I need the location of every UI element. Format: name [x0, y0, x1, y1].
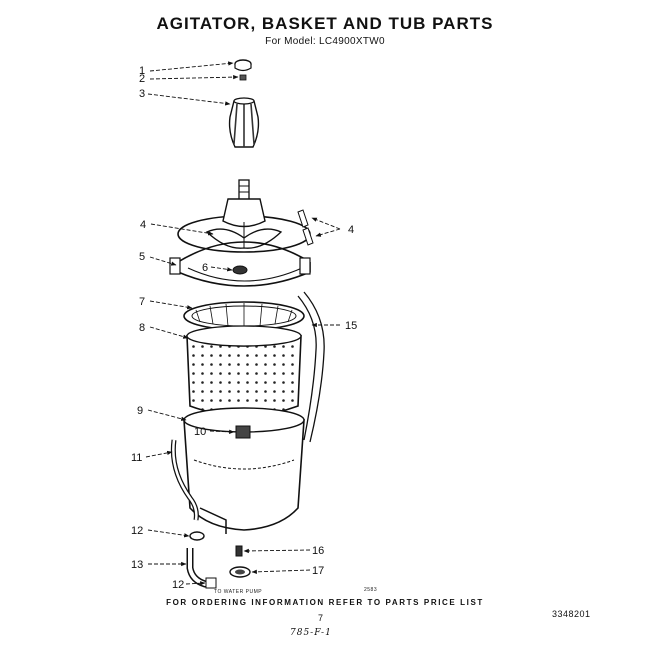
- document-part-code: 3348201: [552, 609, 591, 619]
- handwritten-code: 785-F-1: [290, 628, 332, 638]
- hose-clamp-upper: [189, 531, 205, 541]
- callout-10: 10: [194, 426, 206, 438]
- cap-fastener: [239, 74, 247, 81]
- leader-lines: [145, 61, 341, 586]
- callout-5: 5: [139, 251, 145, 263]
- side-strap: [297, 291, 325, 443]
- tub-outlet: [199, 507, 227, 534]
- callout-7: 7: [139, 296, 145, 308]
- ordering-info-note: FOR ORDERING INFORMATION REFER TO PARTS …: [166, 598, 484, 607]
- callout-1: 1: [139, 65, 145, 77]
- balance-ring: [169, 241, 311, 287]
- agitator-top: [228, 97, 260, 148]
- callout-4-left: 4: [140, 219, 146, 231]
- agitator-cap: [234, 59, 252, 72]
- callout-3: 3: [139, 88, 145, 100]
- model-subtitle: For Model: LC4900XTW0: [265, 36, 385, 47]
- outer-tub: [183, 407, 305, 531]
- callout-12-upper: 12: [131, 525, 143, 537]
- callout-2: 2: [139, 73, 145, 85]
- agitator-shaft: [238, 179, 250, 201]
- callout-9: 9: [137, 405, 143, 417]
- to-water-pump-label: TO WATER PUMP: [214, 589, 262, 595]
- wash-basket: [186, 325, 302, 417]
- drain-hose: [170, 439, 199, 521]
- basket-clips: [297, 209, 314, 246]
- basket-rim: [183, 301, 305, 331]
- callout-8: 8: [139, 322, 145, 334]
- page-number: 7: [318, 613, 324, 623]
- tub-seal: [229, 566, 251, 578]
- agitator-base: [177, 198, 311, 253]
- callout-11: 11: [131, 452, 142, 464]
- callout-13: 13: [131, 559, 143, 571]
- callout-6: 6: [202, 262, 208, 274]
- hose-clamp-lower: [205, 577, 217, 589]
- callout-16: 16: [312, 545, 324, 557]
- drive-seal: [235, 425, 251, 439]
- page-title: AGITATOR, BASKET AND TUB PARTS: [156, 14, 494, 33]
- callout-15: 15: [345, 320, 357, 332]
- callout-17: 17: [312, 565, 324, 577]
- diagram-code: 2583: [364, 587, 377, 593]
- basket-nut: [232, 265, 248, 275]
- callout-12-lower: 12: [172, 579, 184, 591]
- callout-4-right: 4: [348, 224, 354, 236]
- tub-bolt: [235, 545, 243, 557]
